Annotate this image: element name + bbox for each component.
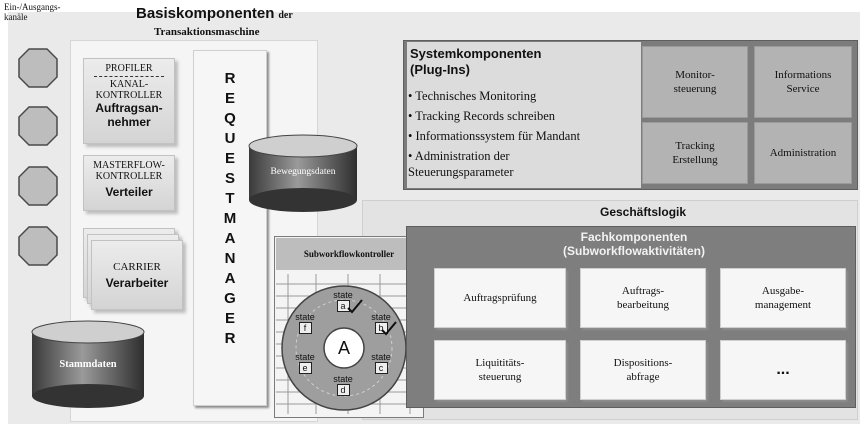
state-e: state e	[288, 352, 322, 374]
channel-octagons	[18, 48, 58, 266]
check-arrow-icon-1	[347, 299, 363, 314]
requestmanager-box: REQUESTMANAGER	[193, 50, 267, 406]
state-c-word: state	[371, 352, 391, 362]
carrier-label: CARRIER	[113, 261, 161, 273]
state-d-word: state	[333, 374, 353, 384]
carrier-box: CARRIER Verarbeiter	[91, 240, 183, 310]
state-a: state a	[326, 290, 360, 312]
state-wheel	[281, 285, 407, 411]
system-title: Systemkomponenten (Plug-Ins)	[410, 46, 542, 77]
fach-title: Fachkomponenten (Subworkflowaktivitäten)	[562, 230, 705, 258]
dispositionsabfrage-box: Dispositions- abfrage	[580, 340, 706, 400]
profiler-label: PROFILER	[105, 63, 153, 74]
state-c-letter: c	[374, 362, 388, 374]
base-title-line2: Transaktionsmaschine	[154, 26, 260, 38]
system-bullet-2: • Tracking Records schreiben	[408, 109, 556, 123]
system-bullet-1: • Technisches Monitoring	[408, 89, 537, 103]
wheel-center-label: A	[337, 337, 350, 358]
system-bullet-4: • Administration der Steuerungsparameter	[408, 149, 514, 179]
state-e-letter: e	[298, 362, 312, 374]
profiler-divider	[94, 76, 164, 77]
channels-label: Ein-/Ausgangs- kanäle	[4, 2, 61, 22]
verarbeiter-label: Verarbeiter	[105, 276, 169, 290]
monitorsteuerung-box: Monitor- steuerung	[642, 46, 748, 118]
auftragsannehmer-label: Auftragsan- nehmer	[95, 101, 163, 129]
base-title: Basiskomponenten der Transaktionsmaschin…	[136, 6, 336, 40]
bewegungsdaten-label: Bewegungsdaten	[270, 167, 336, 177]
masterflow-box: MASTERFLOW- KONTROLLER Verteiler	[83, 155, 175, 211]
system-bullets: • Technisches Monitoring • Tracking Reco…	[408, 86, 640, 180]
system-bullet-3: • Informationssystem für Mandant	[408, 129, 581, 143]
base-title-main: Basiskomponenten	[136, 5, 275, 22]
channel-octagon-1	[18, 48, 58, 88]
tracking-erstellung-box: Tracking Erstellung	[642, 122, 748, 184]
ausgabemanagement-box: Ausgabe- management	[720, 268, 846, 328]
verteiler-label: Verteiler	[105, 185, 153, 199]
state-b-word: state	[371, 312, 391, 322]
channel-octagon-4	[18, 226, 58, 266]
state-a-letter: a	[336, 300, 350, 312]
profiler-box: PROFILER KANAL- KONTROLLER Auftragsan- n…	[83, 58, 175, 144]
check-arrow-icon-2	[381, 321, 397, 336]
more-items-box: ...	[720, 340, 846, 400]
auftragspruefung-box: Auftragsprüfung	[434, 268, 566, 328]
state-d: state d	[326, 374, 360, 396]
state-e-word: state	[295, 352, 315, 362]
auftragsbearbeitung-box: Auftrags- bearbeitung	[580, 268, 706, 328]
channel-octagon-2	[18, 106, 58, 146]
state-c: state c	[364, 352, 398, 374]
stammdaten-cylinder	[31, 320, 145, 408]
system-panel-inner	[407, 42, 641, 188]
stammdaten-label: Stammdaten	[59, 358, 117, 370]
geschaeftslogik-label: Geschäftslogik	[600, 205, 687, 219]
state-f-letter: f	[298, 322, 312, 334]
state-f-word: state	[295, 312, 315, 322]
administration-box: Administration	[754, 122, 852, 184]
state-d-letter: d	[336, 384, 350, 396]
state-f: state f	[288, 312, 322, 334]
masterflow-label: MASTERFLOW- KONTROLLER	[93, 160, 165, 182]
subworkflow-label: Subworkflowkontroller	[276, 238, 422, 270]
informations-service-box: Informations Service	[754, 46, 852, 118]
liquiditaetssteuerung-box: Liquititäts- steuerung	[434, 340, 566, 400]
base-title-suffix: der	[278, 10, 293, 21]
kanal-kontroller-label: KANAL- KONTROLLER	[95, 79, 163, 101]
check-arrow-icons	[347, 299, 397, 336]
state-a-word: state	[333, 290, 353, 300]
requestmanager-label: REQUESTMANAGER	[223, 70, 237, 347]
channel-octagon-3	[18, 166, 58, 206]
bewegungsdaten-cylinder	[248, 134, 358, 212]
